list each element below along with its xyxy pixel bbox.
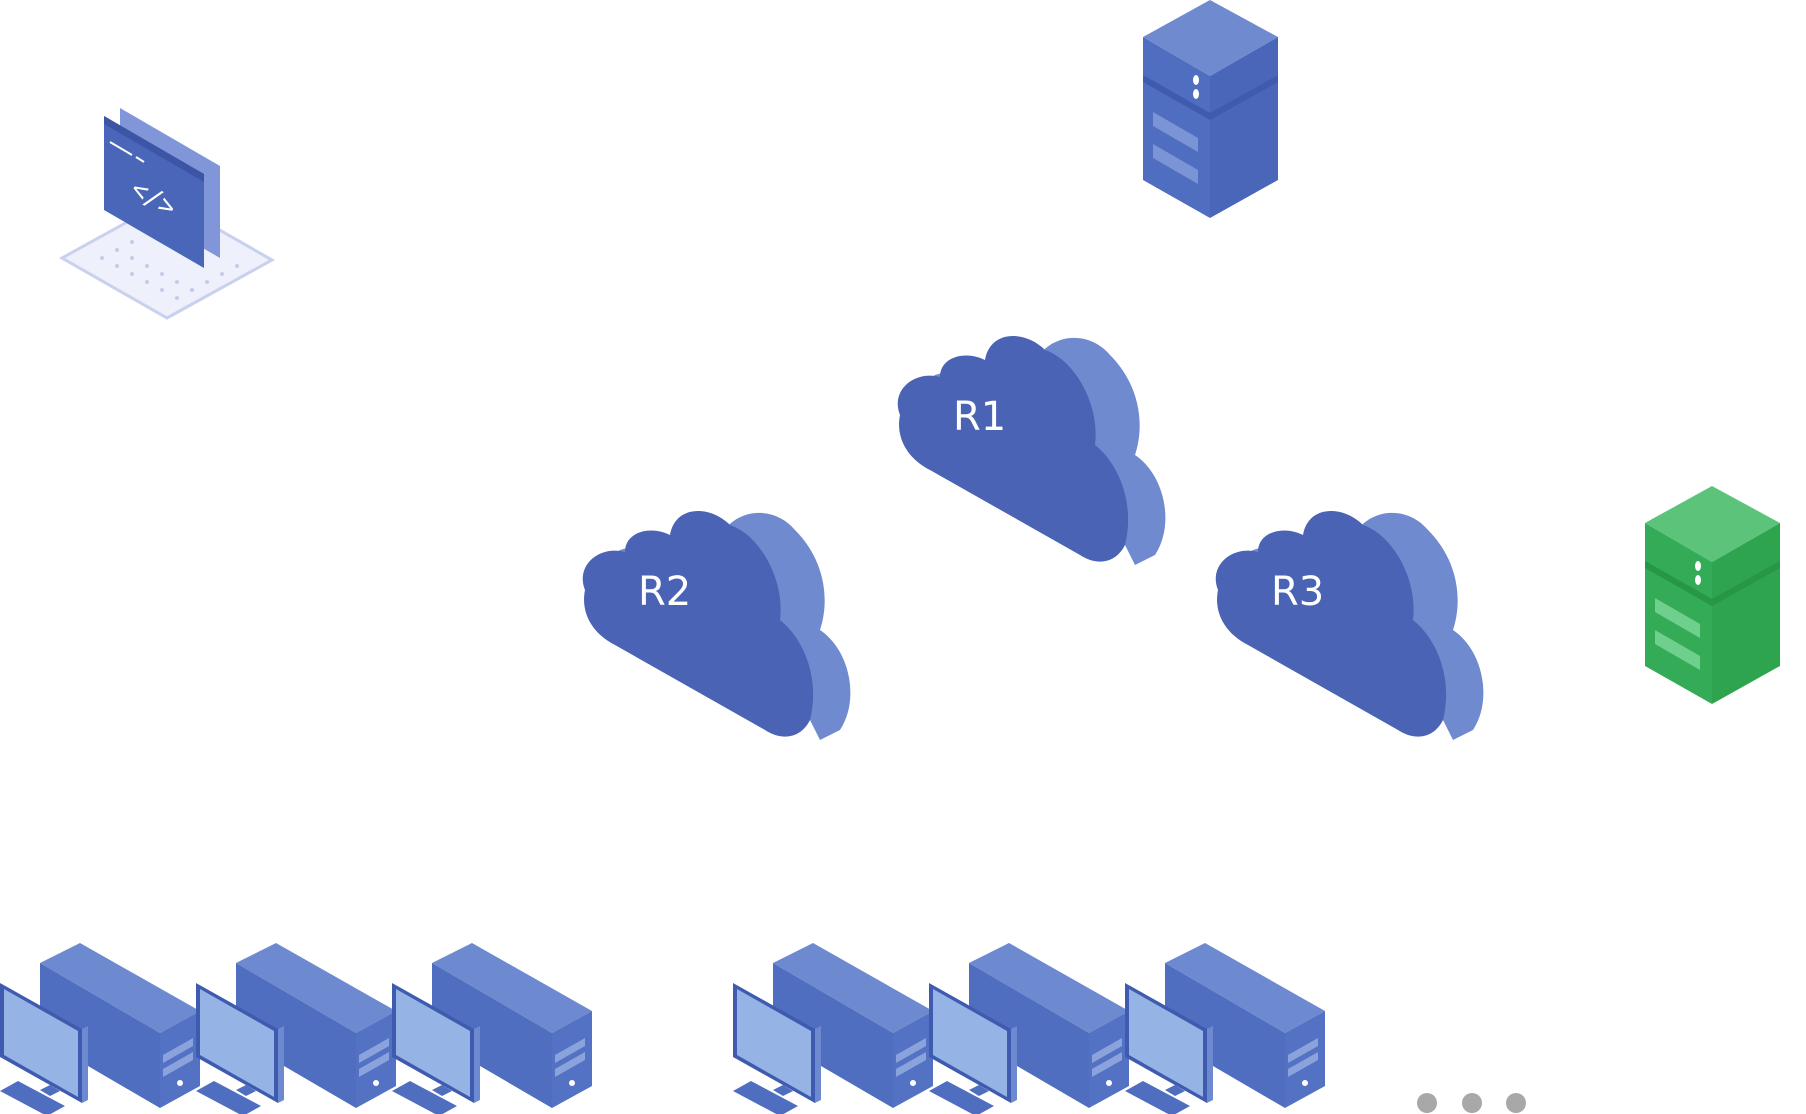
desktop-computer-icon	[1125, 943, 1325, 1114]
code-laptop-icon: </>	[58, 108, 276, 320]
desktop-computer-icon	[733, 943, 933, 1114]
router-r3-label: R3	[1271, 569, 1324, 615]
desktop-computer-icon	[196, 943, 396, 1114]
ellipsis-icon	[1417, 1093, 1526, 1113]
router-r1-label: R1	[953, 394, 1006, 440]
router-r2: R2	[582, 511, 851, 740]
server-green	[1645, 486, 1780, 704]
router-r3: R3	[1215, 511, 1484, 740]
desktop-computer-icon	[392, 943, 592, 1114]
server-blue	[1143, 0, 1278, 218]
desktop-computer-icon	[929, 943, 1129, 1114]
client-group-middle	[733, 943, 1325, 1114]
desktop-computer-icon	[0, 943, 200, 1114]
router-r2-label: R2	[638, 569, 691, 615]
client-group-left	[0, 943, 592, 1114]
router-r1: R1	[897, 336, 1166, 565]
